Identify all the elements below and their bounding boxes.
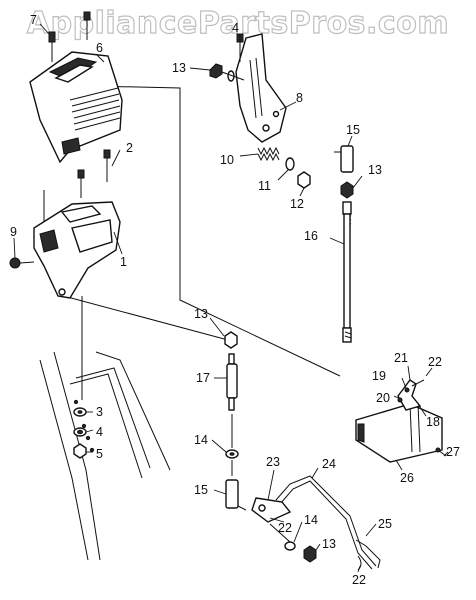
callout-labels: 7 6 4 13 8 15 2 10 11 12 13 16 9 1 13 17… [10, 13, 460, 587]
part-14-washer-arm [269, 523, 296, 551]
callout-23: 23 [266, 455, 280, 469]
callout-3: 3 [96, 405, 103, 419]
part-26-pedal-plate [355, 403, 443, 463]
callout-27: 27 [446, 445, 460, 459]
part-6-upper-cover [29, 51, 123, 164]
callout-17: 17 [196, 371, 210, 385]
part-8-lever-bracket [235, 33, 287, 143]
callout-22: 22 [428, 355, 442, 369]
callout-13: 13 [322, 537, 336, 551]
part-15-coupler-upper [334, 145, 354, 173]
callout-13: 13 [194, 307, 208, 321]
callout-21: 21 [394, 351, 408, 365]
part-2-bolts [77, 149, 111, 198]
callout-2: 2 [126, 141, 133, 155]
part-23-lever-arm [251, 497, 292, 523]
callout-14: 14 [304, 513, 318, 527]
callout-18: 18 [426, 415, 440, 429]
part-13-nut-arm [303, 545, 317, 563]
callout-11: 11 [258, 179, 271, 193]
part-14-washer-lower [225, 414, 239, 476]
callout-1: 1 [120, 255, 127, 269]
part-10-spring [257, 146, 280, 162]
callout-20: 20 [376, 391, 390, 405]
callout-13: 13 [368, 163, 382, 177]
part-13-nut-top [209, 63, 245, 82]
part-12-nut [297, 171, 311, 189]
part-15-coupler-lower [225, 479, 247, 511]
part-7-bolts [48, 11, 91, 62]
callout-15: 15 [194, 483, 208, 497]
part-13-nut-rod [340, 181, 354, 199]
part-9-screw [9, 257, 35, 269]
callout-22: 22 [352, 573, 366, 587]
callout-13: 13 [172, 61, 186, 75]
callout-19: 19 [372, 369, 386, 383]
callout-24: 24 [322, 457, 336, 471]
callout-4: 4 [232, 21, 239, 35]
part-1-lower-housing [33, 201, 121, 299]
callout-16: 16 [304, 229, 318, 243]
callout-14: 14 [194, 433, 208, 447]
part-16-rod [342, 201, 352, 343]
callout-6: 6 [96, 41, 103, 55]
part-24-bent-rod [275, 475, 377, 570]
frame-section [39, 351, 171, 561]
callout-10: 10 [220, 153, 234, 167]
callout-4: 4 [96, 425, 103, 439]
callout-25: 25 [378, 517, 392, 531]
callout-22: 22 [278, 521, 292, 535]
callout-9: 9 [10, 225, 17, 239]
part-17-adjuster [226, 353, 238, 411]
part-13-nut-lower [224, 331, 238, 349]
callout-15: 15 [346, 123, 360, 137]
part-25-end-clip [355, 539, 381, 569]
leader-lines [13, 23, 449, 573]
callout-12: 12 [290, 197, 304, 211]
part-11-washer [285, 157, 295, 171]
callout-5: 5 [96, 447, 103, 461]
callout-26: 26 [400, 471, 414, 485]
parts-18-21-pedal-linkage [397, 379, 425, 411]
callout-7: 7 [30, 13, 37, 27]
parts-3-4-5-hardware [73, 407, 87, 459]
callout-8: 8 [296, 91, 303, 105]
